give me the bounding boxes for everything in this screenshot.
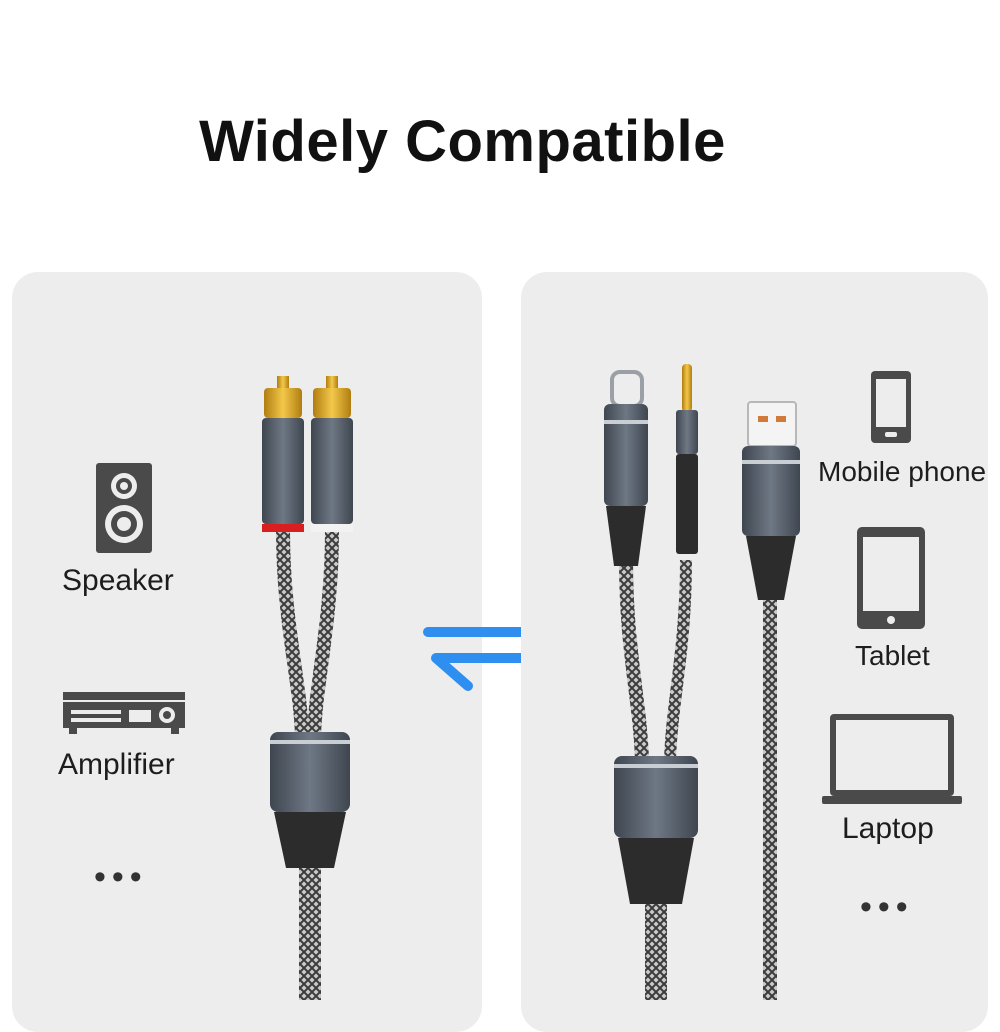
device-label-mobile-phone: Mobile phone <box>818 456 987 487</box>
page-title: Widely Compatible <box>199 109 726 174</box>
left-device-panel <box>12 272 482 1032</box>
device-label-laptop: Laptop <box>842 812 934 845</box>
speaker-icon <box>96 463 152 553</box>
amplifier-icon <box>63 692 185 734</box>
device-label-speaker: Speaker <box>62 564 174 597</box>
device-label-amplifier: Amplifier <box>58 748 175 781</box>
laptop-icon <box>822 714 962 804</box>
more-devices-left: ••• <box>94 858 148 896</box>
rca-cable <box>262 376 353 1000</box>
usb-audio-cable <box>604 364 800 1000</box>
tablet-icon <box>857 527 925 629</box>
mobile-phone-icon <box>871 371 911 443</box>
device-label-tablet: Tablet <box>855 640 930 671</box>
more-devices-right: ••• <box>860 888 914 926</box>
